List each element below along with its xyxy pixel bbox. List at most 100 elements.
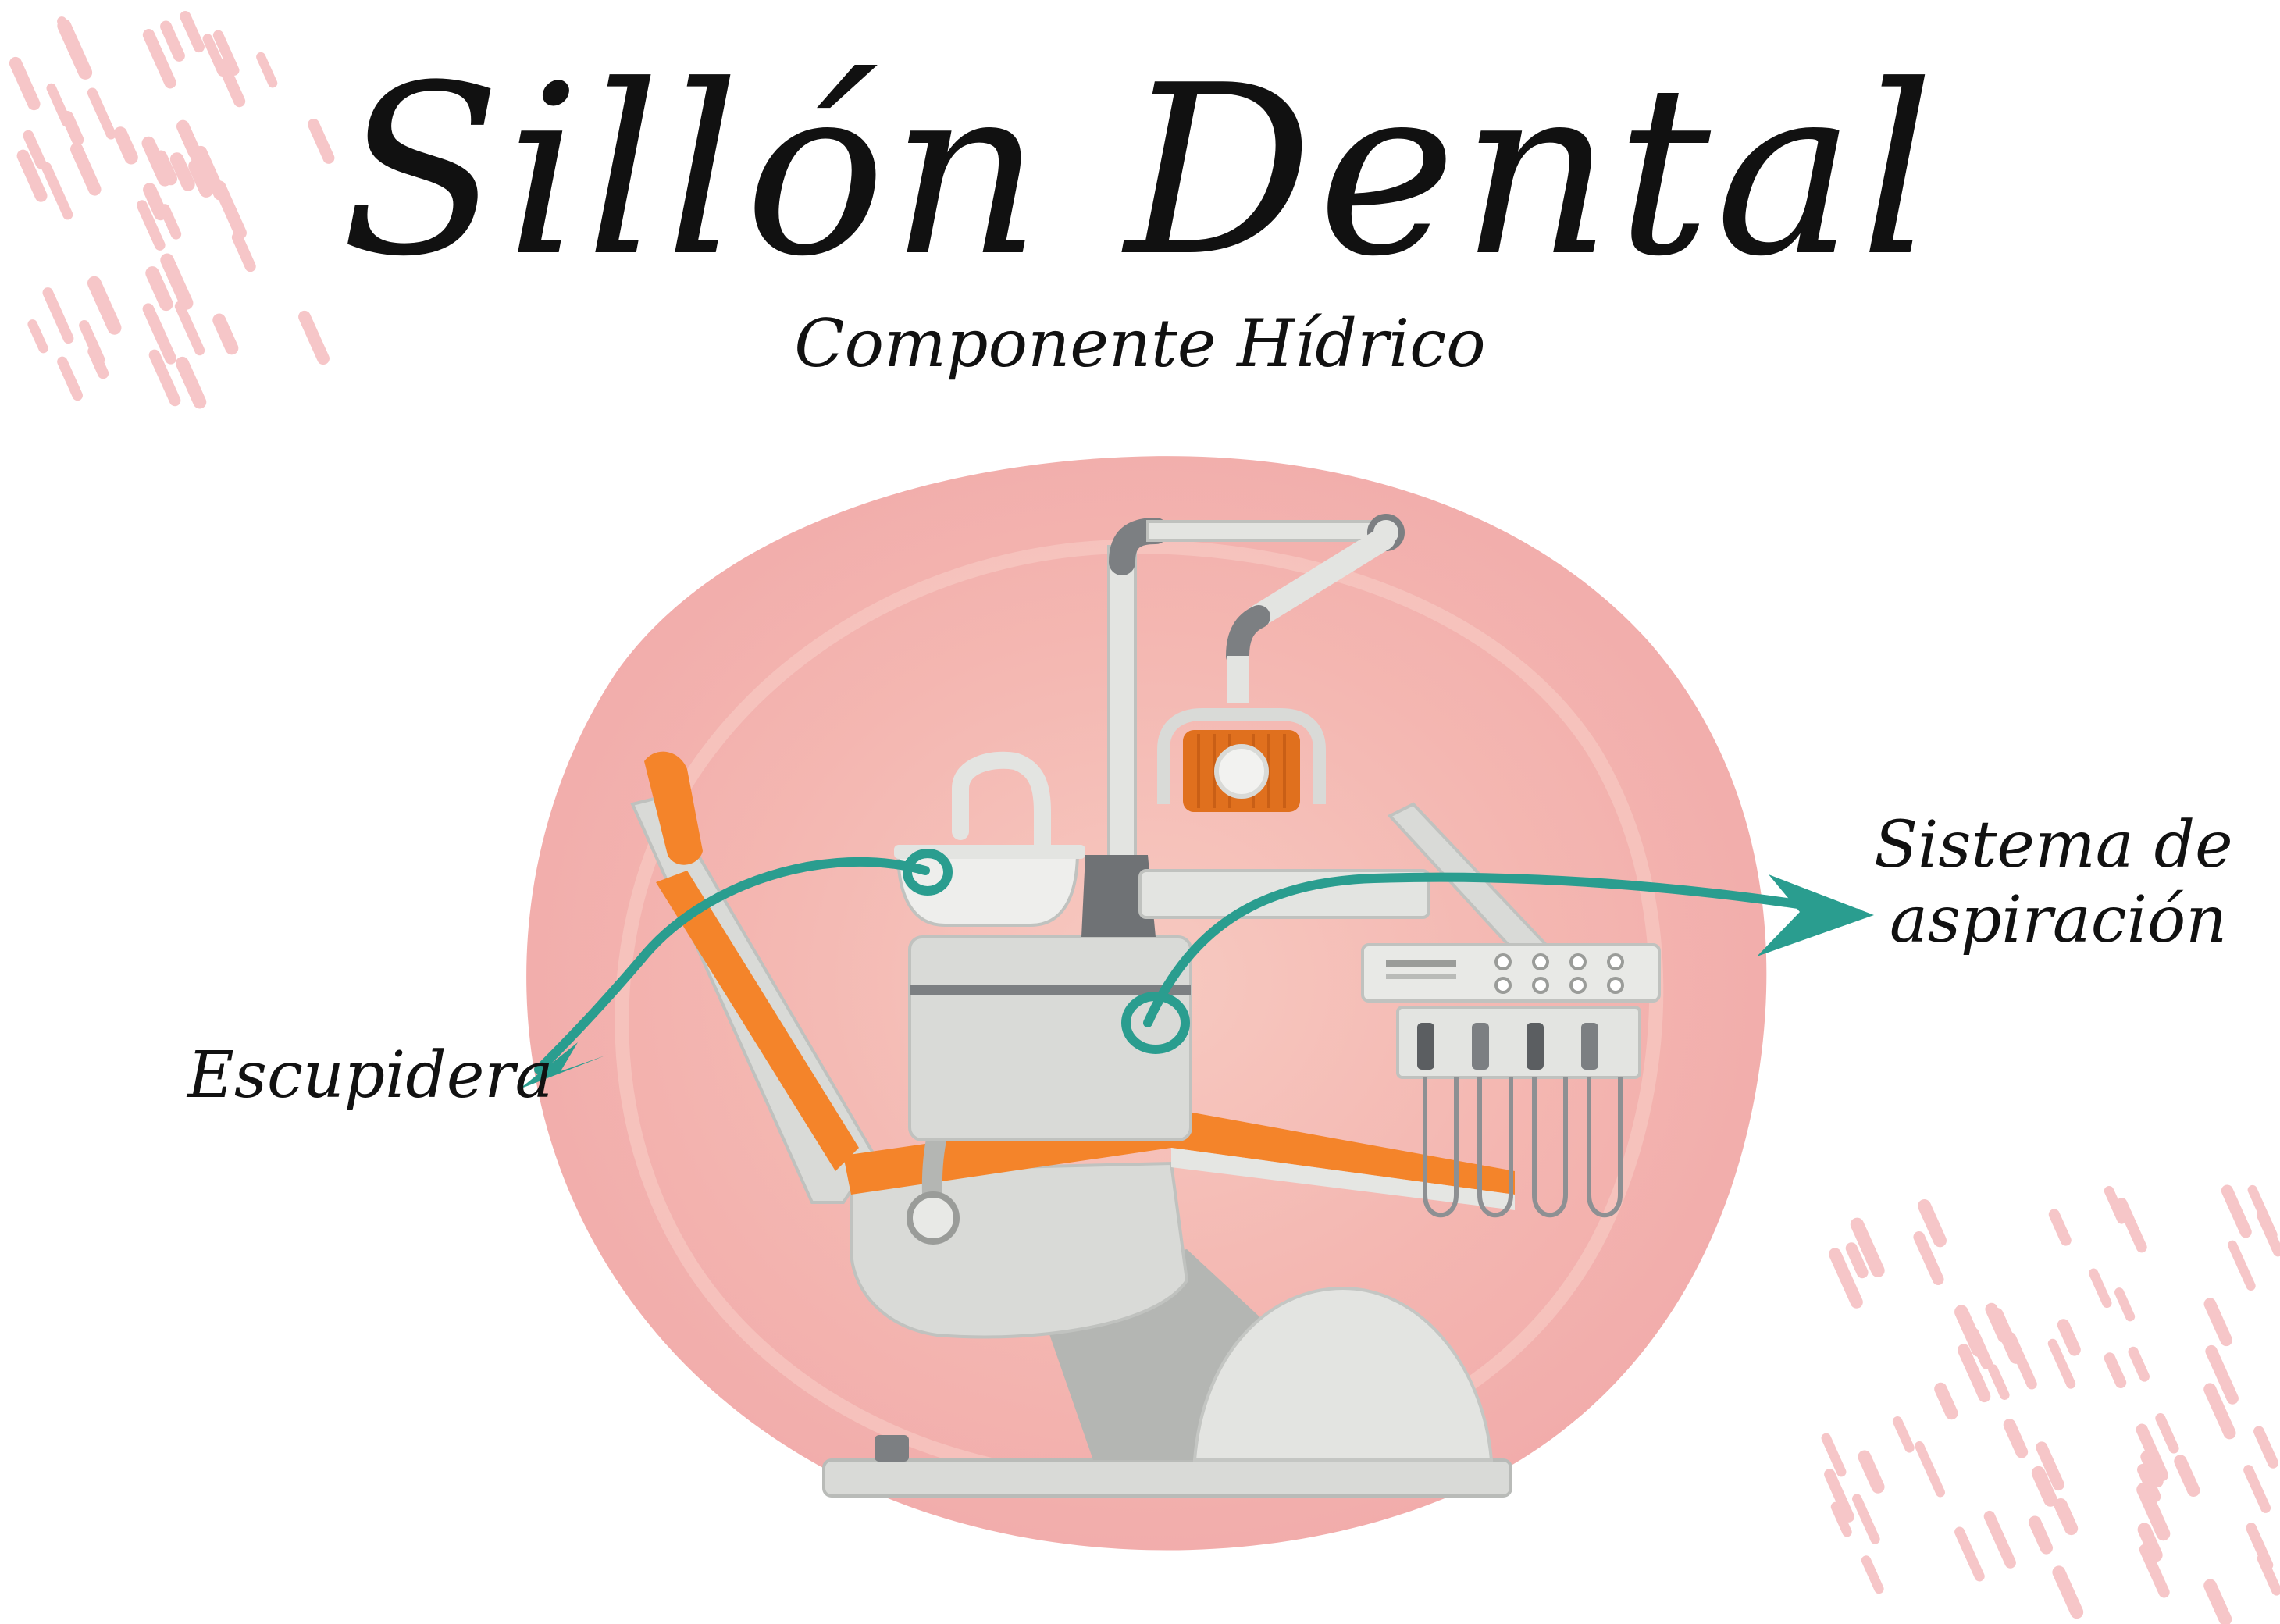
decorative-dash: [2136, 1423, 2168, 1481]
decorative-dash: [2221, 1184, 2252, 1238]
decorative-dash: [1892, 1416, 1915, 1453]
decorative-dash: [1954, 1526, 1985, 1582]
decorative-dash: [1830, 1501, 1852, 1537]
decorative-dash: [16, 149, 48, 202]
decorative-dash: [57, 356, 83, 401]
decorative-dash: [2246, 1522, 2274, 1571]
decorative-dash: [2139, 1544, 2170, 1598]
dash-pattern-bottom-right: [1821, 1184, 2280, 1624]
instrument-hose: [1532, 1077, 1568, 1218]
dental-instrument: [1472, 1023, 1489, 1070]
decorative-dash: [1983, 1510, 2016, 1569]
dental-instrument: [1417, 1023, 1434, 1070]
decorative-dash: [1861, 1555, 1884, 1594]
decorative-dash: [2174, 1455, 2200, 1498]
lamp-stem: [1227, 656, 1249, 703]
decorative-dash: [2057, 1319, 2081, 1356]
instrument-hose: [1587, 1077, 1623, 1218]
decorative-dash: [137, 200, 166, 251]
decorative-dash: [2137, 1522, 2163, 1562]
decorative-dash: [1967, 1327, 1993, 1369]
decorative-dash: [87, 276, 122, 335]
instrument-hose: [1423, 1077, 1459, 1218]
decorative-dash: [256, 52, 278, 88]
instrument-tray-icon: [1361, 943, 1661, 1218]
decorative-dash: [143, 183, 168, 221]
decorative-dash: [2116, 1198, 2147, 1253]
decorative-dash: [1829, 1248, 1863, 1309]
decorative-dash: [2089, 1268, 2112, 1309]
decorative-dash: [61, 111, 84, 146]
chair-headrest: [644, 751, 703, 865]
tray-display-line-2: [1386, 974, 1456, 979]
decorative-dash: [1918, 1199, 1947, 1248]
tray-button: [1494, 977, 1512, 994]
tray-holder: [1396, 1006, 1641, 1079]
chair-legrest: [1171, 1148, 1515, 1210]
arrowhead-aspiracion: [1757, 874, 1874, 956]
decorative-dash: [141, 136, 172, 187]
chair-foot-cover: [1192, 1286, 1494, 1462]
decorative-dash: [41, 162, 73, 220]
label-sistema-aspiracion-line-2: aspiración: [1890, 883, 2228, 957]
decorative-dash: [2028, 1515, 2053, 1555]
arrow-escupidera-line: [534, 857, 930, 1074]
decorative-dash: [27, 319, 48, 354]
decorative-dash: [2104, 1352, 2127, 1389]
decorative-dash: [2228, 1240, 2256, 1291]
decorative-dash: [176, 119, 201, 159]
decorative-dash: [212, 313, 239, 355]
tray-button: [1607, 977, 1624, 994]
lamp-column-base: [1081, 855, 1156, 937]
decorative-dash: [1824, 1469, 1854, 1522]
decorative-dash: [2104, 1186, 2127, 1224]
dash-pattern-top-left: [9, 11, 335, 409]
lamp-arm-diagonal: [1245, 527, 1395, 629]
decorative-dash: [180, 11, 205, 53]
decorative-dash: [2243, 1465, 2271, 1513]
decorative-dash: [2203, 1579, 2232, 1624]
decorative-dash: [1915, 1441, 1945, 1498]
tray-buttons: [1494, 953, 1624, 994]
spittoon-icon: [894, 751, 1085, 927]
decorative-dash: [174, 301, 205, 356]
decorative-dash: [9, 56, 41, 111]
decorative-dash: [2155, 1413, 2179, 1454]
decorative-dash: [145, 266, 173, 312]
spittoon-faucet: [952, 751, 1051, 860]
decorative-dash: [2128, 1346, 2150, 1382]
dental-lamp-icon: [1157, 708, 1326, 812]
decorative-dash: [2048, 1209, 2072, 1246]
lamp-head-frame: [1157, 708, 1326, 804]
decorative-dash: [2140, 1451, 2164, 1488]
decorative-dash: [113, 126, 138, 165]
decorative-dash: [2114, 1287, 2136, 1322]
page-title: Sillón Dental: [340, 35, 1940, 308]
decorative-dash: [1913, 1230, 1944, 1285]
lamp-head-stripes: [1197, 734, 1286, 808]
decorative-dash: [2136, 1483, 2171, 1541]
decorative-dash: [2137, 1463, 2161, 1503]
label-escupidera: Escupidera: [187, 1038, 554, 1113]
tray-button: [1607, 953, 1624, 970]
page-subtitle: Componente Hídrico: [794, 305, 1486, 382]
decorative-dash: [308, 118, 335, 164]
decorative-dash: [1988, 1364, 2010, 1400]
arrow-aspiracion-line: [1143, 872, 1863, 1027]
arrow-escupidera-loop: [903, 849, 953, 896]
decorative-dash: [2036, 1441, 2064, 1491]
decorative-dash: [148, 315, 177, 365]
decorative-dash: [2253, 1426, 2278, 1469]
decorative-dash: [231, 231, 256, 272]
tray-button: [1569, 953, 1587, 970]
tray-button: [1494, 953, 1512, 970]
decorative-dash: [2203, 1298, 2232, 1347]
decorative-dash: [2054, 1498, 2079, 1536]
decorative-dash: [1845, 1242, 1869, 1279]
chair-pivot: [907, 1191, 960, 1245]
instrument-hose: [1477, 1077, 1513, 1218]
tray-display-line-1: [1386, 960, 1456, 967]
